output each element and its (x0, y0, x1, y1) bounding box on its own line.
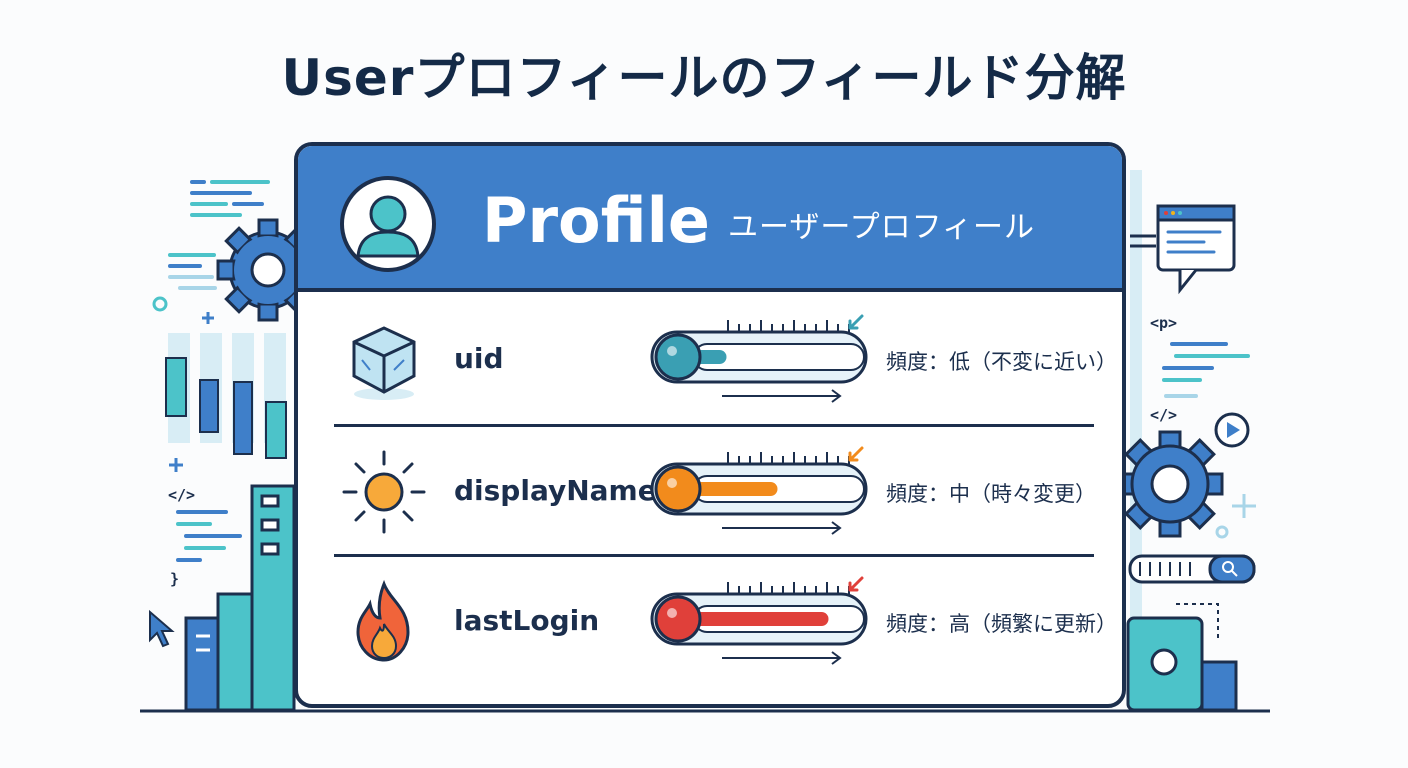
field-name: displayName (454, 474, 657, 507)
gauge-bulb (654, 465, 702, 513)
gauge-bulb (654, 333, 702, 381)
frequency-label: 頻度：高（頻繁に更新） (886, 612, 1117, 636)
sun-icon (342, 450, 426, 534)
frequency-gauge (650, 314, 868, 403)
ice-cube-icon (352, 326, 416, 400)
divider (334, 424, 1094, 427)
field-name: uid (454, 342, 504, 375)
field-row-displayname: displayName 頻度：中（時々変更） (298, 428, 1122, 556)
pointer-arrow-icon (848, 446, 864, 462)
server-blocks (184, 484, 296, 712)
profile-heading: Profile (482, 184, 710, 257)
direction-arrowhead (831, 521, 842, 535)
field-name: lastLogin (454, 604, 600, 637)
code-tag-right: </> (1150, 406, 1177, 424)
play-icon (1214, 412, 1250, 448)
field-row-uid: uid 頻度：低（不変に近い） (298, 296, 1122, 424)
code-tag-left: </> (168, 486, 195, 504)
divider (334, 554, 1094, 557)
gauge-fill (684, 612, 829, 626)
user-avatar-icon (340, 176, 436, 272)
frequency-gauge (650, 576, 868, 665)
profile-card: Profile ユーザープロフィール uid 頻度：低（不変に近い） displ… (294, 142, 1126, 708)
bar-chart-decoration (165, 333, 287, 459)
search-bar-decoration (1128, 554, 1256, 584)
profile-card-header: Profile ユーザープロフィール (298, 146, 1122, 292)
code-lines-left (168, 180, 270, 290)
gauge-highlight (667, 608, 677, 618)
code-brace: } (170, 570, 179, 588)
frequency-label: 頻度：低（不変に近い） (886, 350, 1117, 374)
code-tag-p: <p> (1150, 314, 1177, 332)
gauge-highlight (667, 478, 677, 488)
frequency-gauge (650, 446, 868, 535)
cursor-icon (149, 609, 175, 648)
direction-arrowhead (831, 389, 842, 403)
profile-subtitle: ユーザープロフィール (728, 210, 1035, 245)
fire-icon (356, 579, 410, 662)
frequency-label: 頻度：中（時々変更） (886, 482, 1096, 506)
direction-arrowhead (831, 651, 842, 665)
gauge-fill (684, 482, 778, 496)
gear-icon-left (216, 218, 320, 322)
device-blocks (1126, 616, 1238, 712)
page-title: Userプロフィールのフィールド分解 (281, 49, 1127, 107)
pointer-arrow-icon (848, 314, 864, 330)
gear-icon-right (1116, 430, 1224, 538)
gauge-bulb (654, 595, 702, 643)
pointer-arrow-icon (848, 576, 864, 592)
gauge-highlight (667, 346, 677, 356)
field-row-lastlogin: lastLogin 頻度：高（頻繁に更新） (298, 558, 1122, 686)
